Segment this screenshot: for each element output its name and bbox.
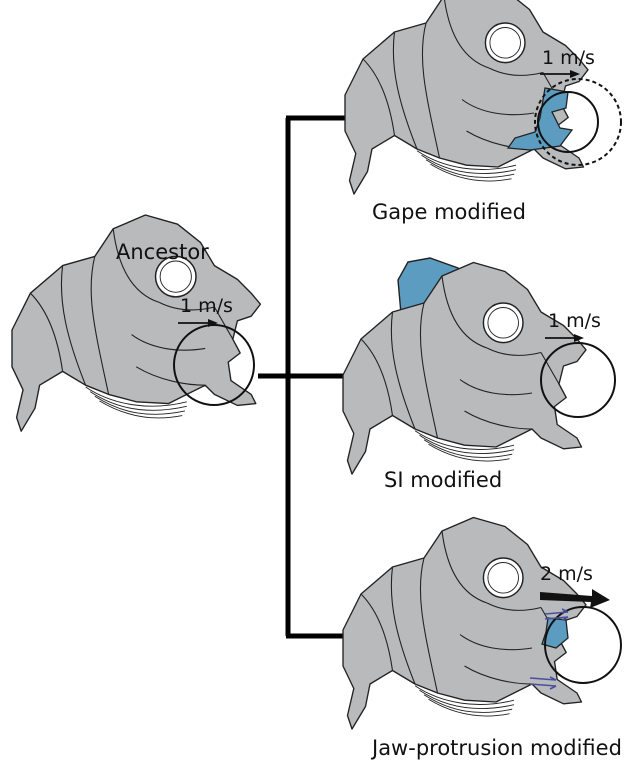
protrusion-label: Jaw-protrusion modified — [372, 736, 622, 760]
si-skull — [343, 263, 586, 475]
si-label: SI modified — [384, 468, 502, 492]
ancestor-label: Ancestor — [116, 240, 209, 264]
protrusion-speed-label: 2 m/s — [540, 563, 593, 585]
ancestor-speed-label: 1 m/s — [180, 295, 233, 317]
si-speed-label: 1 m/s — [548, 310, 601, 332]
gape-speed-label: 1 m/s — [542, 47, 595, 69]
gape-label: Gape modified — [372, 200, 526, 224]
